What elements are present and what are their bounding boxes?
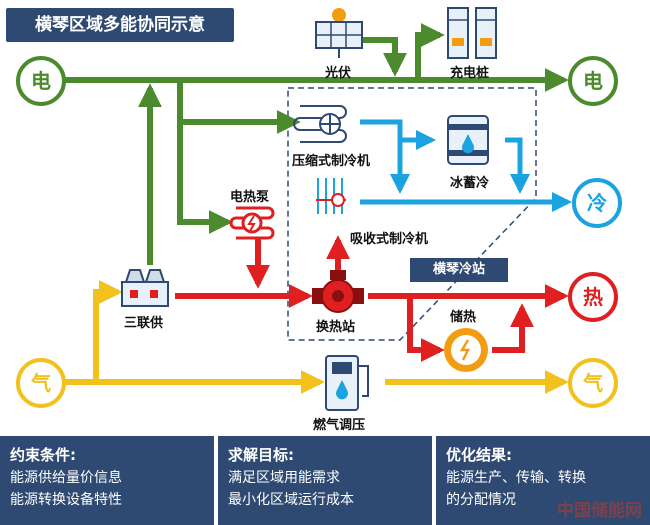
compression-chiller-label: 压缩式制冷机 — [292, 154, 371, 169]
heat-storage-icon — [444, 328, 488, 372]
gas-input-node: 气 — [16, 358, 66, 408]
results-line-1: 能源生产、传输、转换 — [446, 470, 586, 486]
objective-heading: 求解目标: — [228, 446, 294, 464]
gas-regulator-label: 燃气调压 — [313, 418, 366, 433]
cold-output-node: 冷 — [572, 178, 622, 228]
constraints-line-2: 能源转换设备特性 — [10, 492, 122, 508]
gas-output-node: 气 — [568, 358, 618, 408]
ice-storage-icon — [447, 115, 489, 165]
compression-chiller-icon — [293, 105, 347, 143]
constraints-heading: 约束条件: — [10, 446, 76, 464]
trigeneration-label: 三联供 — [124, 316, 164, 331]
objective-panel: 求解目标: 满足区域用能需求 最小化区域运行成本 — [218, 436, 432, 525]
results-heading: 优化结果: — [446, 446, 512, 464]
constraints-panel: 约束条件: 能源供给量价信息 能源转换设备特性 — [0, 436, 214, 525]
heat-flow — [175, 235, 569, 362]
ice-storage-label: 冰蓄冷 — [450, 176, 490, 191]
absorption-chiller-icon — [316, 178, 346, 214]
heat-storage-label: 储热 — [450, 310, 477, 325]
results-line-2: 的分配情况 — [446, 492, 516, 508]
heat-output-node: 热 — [568, 272, 618, 322]
objective-line-2: 最小化区域运行成本 — [228, 492, 354, 508]
results-panel: 优化结果: 能源生产、传输、转换 的分配情况 — [436, 436, 650, 525]
electric-input-node: 电 — [16, 56, 66, 106]
pv-label: 光伏 — [325, 66, 352, 81]
electric-heat-pump-icon — [229, 206, 275, 240]
trigeneration-icon — [121, 269, 169, 307]
constraints-line-1: 能源供给量价信息 — [10, 470, 122, 486]
charger-label: 充电桩 — [450, 66, 490, 81]
page-title: 横琴区域多能协同示意 — [6, 8, 234, 42]
electric-output-node: 电 — [568, 56, 618, 106]
cold-flow — [360, 119, 572, 212]
solar-panel-icon — [315, 8, 363, 58]
electric-flow — [64, 23, 569, 265]
gas-flow — [64, 280, 569, 394]
objective-line-1: 满足区域用能需求 — [228, 470, 340, 486]
electric-heat-pump-label: 电热泵 — [230, 190, 270, 205]
heat-exchange-pump-icon — [312, 270, 364, 313]
absorption-chiller-label: 吸收式制冷机 — [350, 232, 429, 247]
gas-regulator-icon — [325, 355, 369, 411]
cold-station-label: 横琴冷站 — [410, 258, 508, 282]
heat-exchange-station-label: 换热站 — [316, 320, 356, 335]
watermark: 中国储能网 — [557, 501, 642, 521]
charging-pile-icon — [447, 7, 497, 59]
